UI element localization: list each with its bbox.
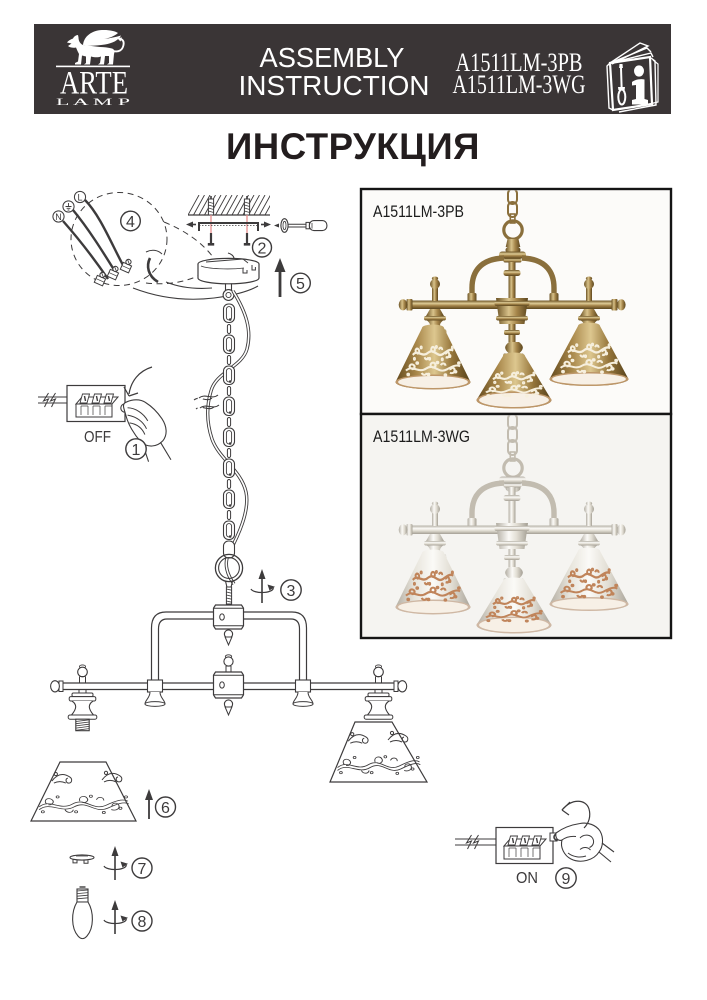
svg-text:A1511LM-3WG: A1511LM-3WG <box>453 70 586 99</box>
svg-text:2: 2 <box>258 240 267 257</box>
svg-text:3: 3 <box>287 583 296 600</box>
svg-text:ASSEMBLY: ASSEMBLY <box>260 42 405 73</box>
svg-text:7: 7 <box>138 861 147 878</box>
svg-text:ON: ON <box>516 870 538 887</box>
svg-text:ARTE: ARTE <box>60 66 128 102</box>
svg-text:L A M P: L A M P <box>56 98 130 108</box>
svg-text:OFF: OFF <box>84 429 111 446</box>
svg-text:6: 6 <box>161 800 170 817</box>
svg-text:ИНСТРУКЦИЯ: ИНСТРУКЦИЯ <box>226 126 480 167</box>
svg-text:5: 5 <box>296 276 305 293</box>
svg-text:8: 8 <box>138 914 147 931</box>
svg-text:1: 1 <box>132 442 141 459</box>
svg-text:A1511LM-3WG: A1511LM-3WG <box>373 427 470 446</box>
svg-text:9: 9 <box>562 871 571 888</box>
svg-text:4: 4 <box>126 214 135 231</box>
svg-text:N: N <box>55 212 62 222</box>
svg-text:A1511LM-3PB: A1511LM-3PB <box>456 48 583 77</box>
svg-text:A1511LM-3PB: A1511LM-3PB <box>373 202 464 221</box>
svg-text:INSTRUCTION: INSTRUCTION <box>239 70 430 101</box>
svg-text:L: L <box>77 193 82 203</box>
